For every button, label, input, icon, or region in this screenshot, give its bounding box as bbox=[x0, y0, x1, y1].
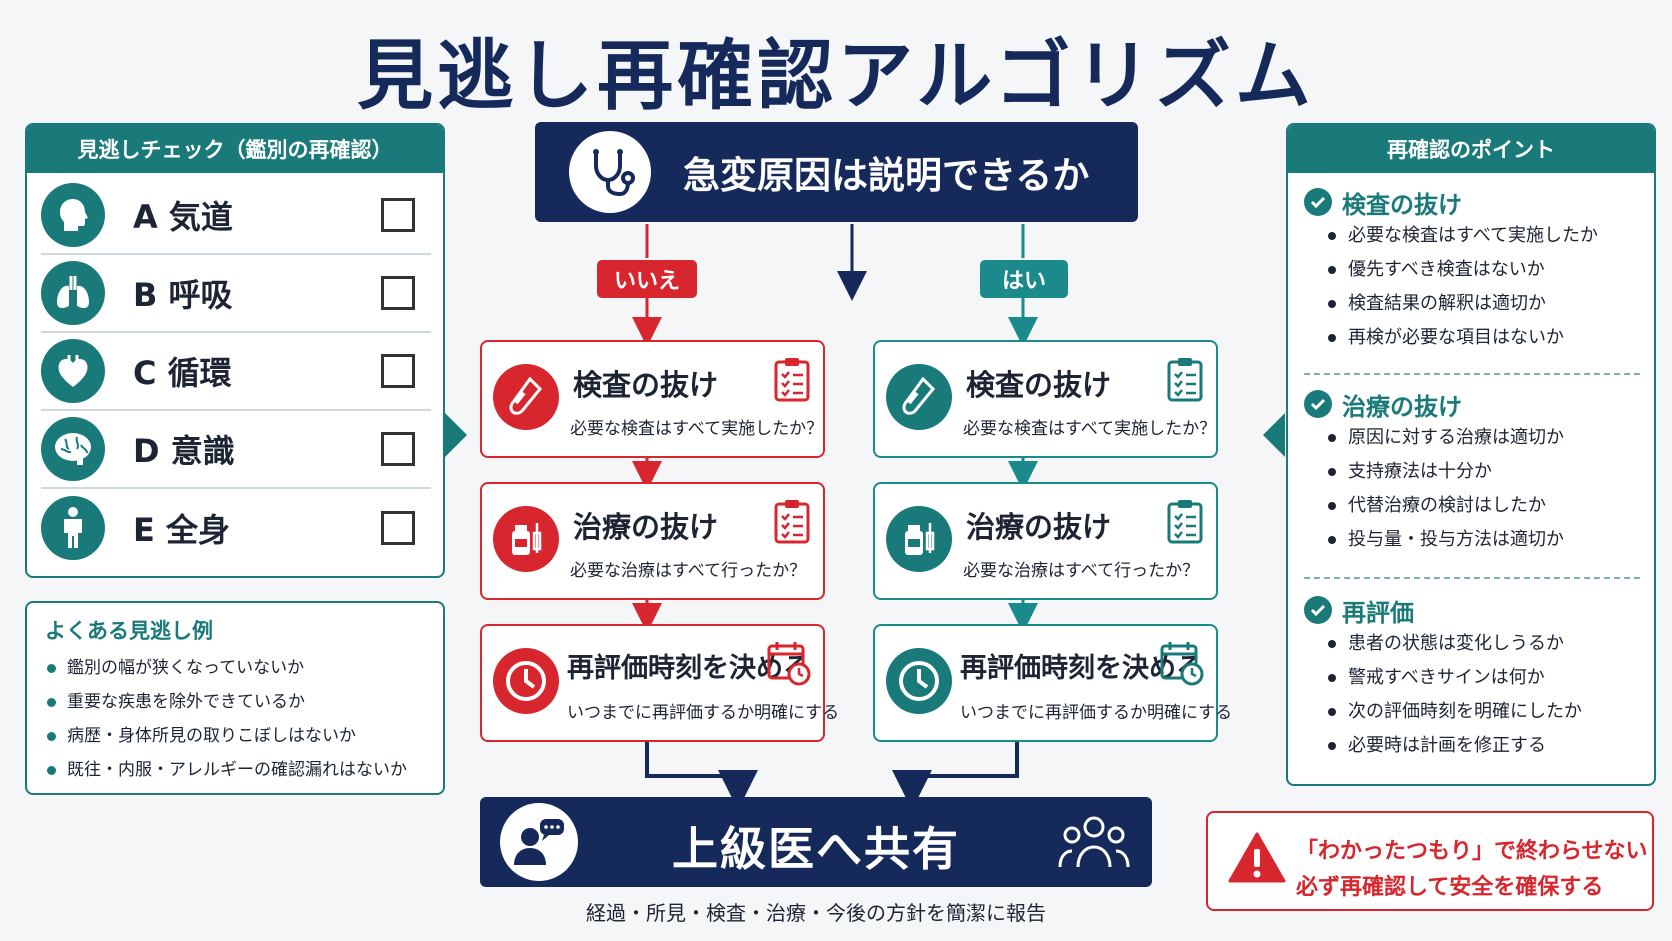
breathing-checkbox[interactable] bbox=[381, 276, 415, 310]
whole-body-checkbox[interactable] bbox=[381, 511, 415, 545]
check-label: D 意識 bbox=[133, 432, 235, 470]
checklist-clipboard-icon bbox=[774, 500, 810, 544]
airway-checkbox[interactable] bbox=[381, 198, 415, 232]
clock-icon bbox=[493, 648, 559, 714]
check-row-circulation: C 循環 bbox=[41, 333, 431, 411]
medicine-icon bbox=[886, 506, 952, 572]
step-subtitle: 必要な検査はすべて実施したか？ bbox=[570, 419, 824, 439]
heart-icon bbox=[41, 339, 105, 403]
section-title: 治療の抜け bbox=[1342, 392, 1462, 421]
check-row-breathing: B 呼吸 bbox=[41, 255, 431, 333]
point-item: 支持療法は十分か bbox=[1304, 455, 1640, 489]
branch-no-label: いいえ bbox=[597, 260, 697, 298]
step-title: 治療の抜け bbox=[573, 510, 719, 544]
common-oversights-box: よくある見逃し例 鑑別の幅が狭くなっていないか 重要な疾患を除外できているか 病… bbox=[25, 601, 445, 795]
step-subtitle: いつまでに再評価するか明確にする bbox=[567, 703, 840, 723]
check-row-consciousness: D 意識 bbox=[41, 411, 431, 489]
test-tube-icon bbox=[493, 364, 559, 430]
step-treatment-gap-no: 治療の抜け 必要な治療はすべて行ったか？ bbox=[480, 482, 825, 600]
points-section-treatment: 治療の抜け 原因に対する治療は適切か 支持療法は十分か 代替治療の検討はしたか … bbox=[1304, 387, 1640, 557]
oversight-item: 重要な疾患を除外できているか bbox=[45, 685, 425, 719]
checklist-clipboard-icon bbox=[1167, 500, 1203, 544]
point-item: 再検が必要な項目はないか bbox=[1304, 321, 1640, 355]
page-title: 見逃し再確認アルゴリズム bbox=[357, 31, 1315, 120]
point-item: 次の評価時刻を明確にしたか bbox=[1304, 695, 1640, 729]
abcde-checklist-panel: 見逃しチェック（鑑別の再確認） A 気道 B 呼吸 C 循環 D 意識 E 全身 bbox=[25, 123, 445, 578]
check-row-whole-body: E 全身 bbox=[41, 489, 431, 567]
check-circle-icon bbox=[1304, 188, 1332, 216]
point-item: 代替治療の検討はしたか bbox=[1304, 489, 1640, 523]
step-test-gap-yes: 検査の抜け 必要な検査はすべて実施したか？ bbox=[873, 340, 1218, 458]
step-subtitle: 必要な治療はすべて行ったか？ bbox=[570, 561, 807, 581]
person-speech-icon bbox=[500, 803, 578, 881]
step-title: 検査の抜け bbox=[573, 368, 719, 402]
brain-icon bbox=[41, 417, 105, 481]
step-title: 治療の抜け bbox=[966, 510, 1112, 544]
point-item: 原因に対する治療は適切か bbox=[1304, 421, 1640, 455]
oversights-title: よくある見逃し例 bbox=[45, 619, 213, 643]
team-icon bbox=[1058, 816, 1130, 868]
checklist-clipboard-icon bbox=[1167, 358, 1203, 402]
head-icon bbox=[41, 183, 105, 247]
branch-yes-label: はい bbox=[980, 260, 1068, 298]
lungs-icon bbox=[41, 261, 105, 325]
circulation-checkbox[interactable] bbox=[381, 354, 415, 388]
calendar-clock-icon bbox=[1160, 642, 1204, 686]
check-label: A 気道 bbox=[133, 198, 233, 236]
oversight-item: 既往・内服・アレルギーの確認漏れはないか bbox=[45, 753, 425, 787]
medicine-icon bbox=[493, 506, 559, 572]
share-subtitle: 経過・所見・検査・治療・今後の方針を簡潔に報告 bbox=[586, 901, 1046, 925]
question-text: 急変原因は説明できるか bbox=[683, 154, 1090, 197]
clock-icon bbox=[886, 648, 952, 714]
check-label: E 全身 bbox=[133, 511, 231, 549]
check-label: C 循環 bbox=[133, 354, 232, 392]
check-circle-icon bbox=[1304, 390, 1332, 418]
check-circle-icon bbox=[1304, 596, 1332, 624]
point-item: 必要時は計画を修正する bbox=[1304, 729, 1640, 763]
consciousness-checkbox[interactable] bbox=[381, 432, 415, 466]
step-title: 検査の抜け bbox=[966, 368, 1112, 402]
point-item: 検査結果の解釈は適切か bbox=[1304, 287, 1640, 321]
warning-line-2: 必ず再確認して安全を確保する bbox=[1296, 875, 1604, 900]
step-treatment-gap-yes: 治療の抜け 必要な治療はすべて行ったか？ bbox=[873, 482, 1218, 600]
points-section-tests: 検査の抜け 必要な検査はすべて実施したか 優先すべき検査はないか 検査結果の解釈… bbox=[1304, 185, 1640, 355]
checklist-clipboard-icon bbox=[774, 358, 810, 402]
oversight-item: 鑑別の幅が狭くなっていないか bbox=[45, 651, 425, 685]
test-tube-icon bbox=[886, 364, 952, 430]
step-subtitle: 必要な検査はすべて実施したか？ bbox=[963, 419, 1217, 439]
warning-box: 「わかったつもり」で終わらせない 必ず再確認して安全を確保する bbox=[1206, 811, 1654, 911]
section-title: 再評価 bbox=[1342, 598, 1414, 627]
points-section-reassessment: 再評価 患者の状態は変化しうるか 警戒すべきサインは何か 次の評価時刻を明確にし… bbox=[1304, 593, 1640, 763]
section-divider bbox=[1304, 373, 1640, 375]
point-item: 患者の状態は変化しうるか bbox=[1304, 627, 1640, 661]
check-label: B 呼吸 bbox=[133, 276, 233, 314]
check-row-airway: A 気道 bbox=[41, 177, 431, 255]
checklist-header: 見逃しチェック（鑑別の再確認） bbox=[27, 125, 443, 173]
share-with-senior-box: 上級医へ共有 bbox=[480, 797, 1152, 887]
reconfirm-points-panel: 再確認のポイント 検査の抜け 必要な検査はすべて実施したか 優先すべき検査はない… bbox=[1286, 123, 1656, 786]
step-reassess-time-yes: 再評価時刻を決める いつまでに再評価するか明確にする bbox=[873, 624, 1232, 742]
point-item: 必要な検査はすべて実施したか bbox=[1304, 219, 1640, 253]
step-subtitle: 必要な治療はすべて行ったか？ bbox=[963, 561, 1200, 581]
step-subtitle: いつまでに再評価するか明確にする bbox=[960, 703, 1233, 723]
body-icon bbox=[41, 496, 105, 560]
calendar-clock-icon bbox=[767, 642, 811, 686]
point-item: 警戒すべきサインは何か bbox=[1304, 661, 1640, 695]
step-reassess-time-no: 再評価時刻を決める いつまでに再評価するか明確にする bbox=[480, 624, 839, 742]
left-pointer-arrow bbox=[445, 413, 467, 457]
share-title: 上級医へ共有 bbox=[672, 822, 960, 876]
right-pointer-arrow bbox=[1263, 413, 1285, 457]
warning-line-1: 「わかったつもり」で終わらせない bbox=[1296, 839, 1648, 864]
warning-icon bbox=[1228, 832, 1286, 883]
stethoscope-icon bbox=[569, 131, 651, 213]
point-item: 優先すべき検査はないか bbox=[1304, 253, 1640, 287]
oversight-item: 病歴・身体所見の取りこぼしはないか bbox=[45, 719, 425, 753]
question-box: 急変原因は説明できるか bbox=[535, 122, 1138, 222]
point-item: 投与量・投与方法は適切か bbox=[1304, 523, 1640, 557]
section-divider bbox=[1304, 577, 1640, 579]
section-title: 検査の抜け bbox=[1342, 190, 1462, 219]
points-header: 再確認のポイント bbox=[1288, 125, 1654, 173]
step-test-gap-no: 検査の抜け 必要な検査はすべて実施したか？ bbox=[480, 340, 825, 458]
